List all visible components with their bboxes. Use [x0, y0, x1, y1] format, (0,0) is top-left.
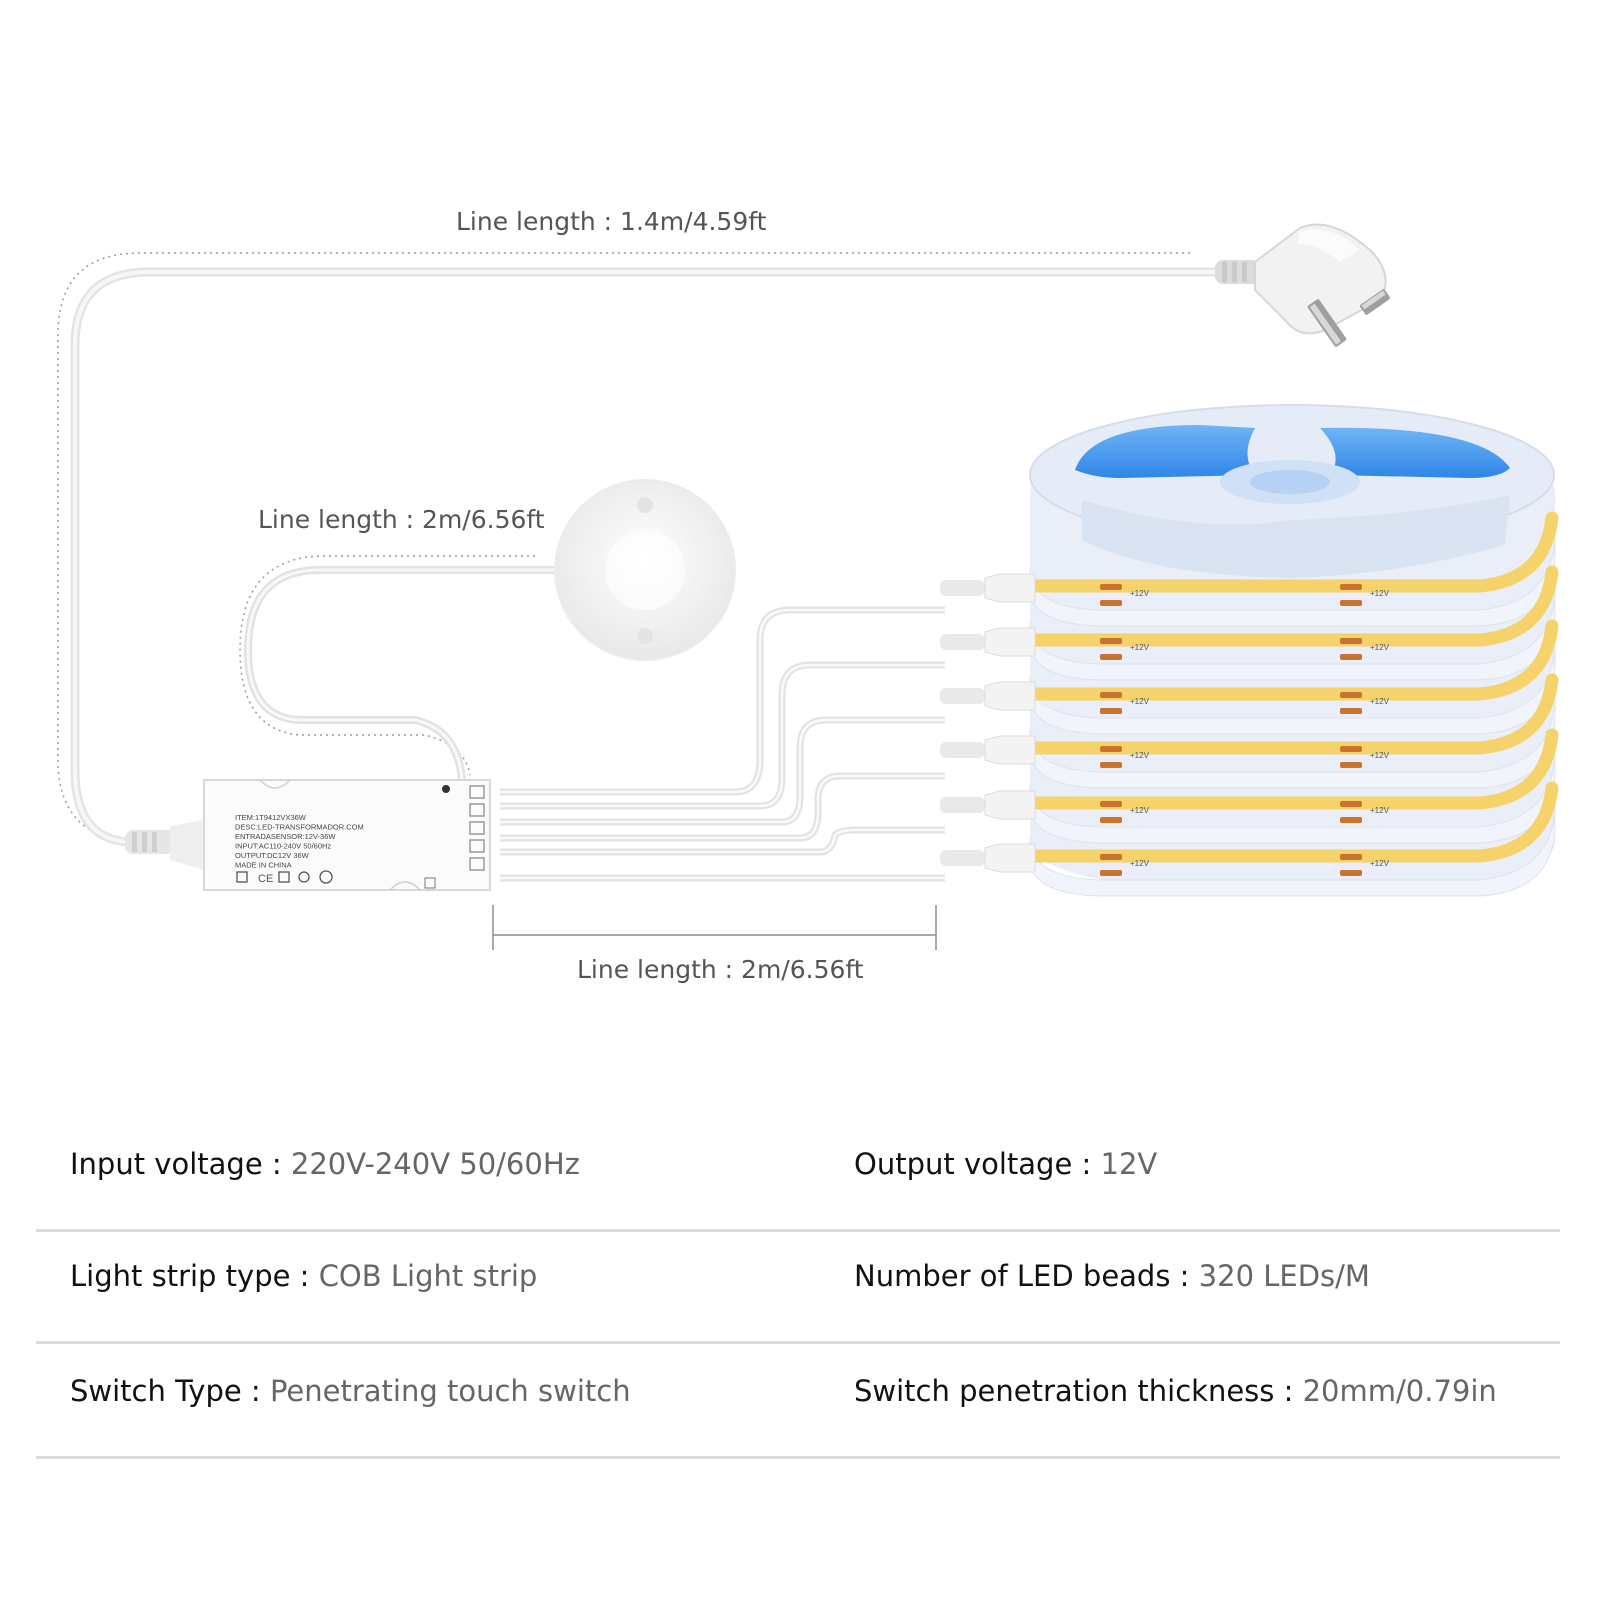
strip-marking: +12V [1370, 806, 1390, 815]
solder-pad [1100, 638, 1122, 644]
strip-marking: +12V [1130, 806, 1150, 815]
controller-label-line: MADE IN CHINA [235, 861, 292, 870]
cob-strip [1023, 673, 1559, 755]
strip-marking: +12V [1370, 589, 1390, 598]
strip-connector [940, 790, 1036, 820]
solder-pad [1340, 746, 1362, 752]
cob-strip [1023, 728, 1559, 810]
solder-pad [1340, 854, 1362, 860]
solder-pad [1340, 801, 1362, 807]
strip-layer: +12V +12V [1023, 565, 1559, 681]
cob-strip [1023, 511, 1559, 593]
solder-pad [1340, 817, 1362, 823]
output-cable-length-label: Line length : 2m/6.56ft [577, 955, 864, 984]
solder-pad [1340, 692, 1362, 698]
strip-marking: +12V [1130, 859, 1150, 868]
uk-plug-icon [1215, 223, 1390, 347]
solder-pad [1340, 708, 1362, 714]
strip-marking: +12V [1370, 697, 1390, 706]
spec-output-voltage: Output voltage : 12V [854, 1147, 1158, 1181]
solder-pad [1100, 870, 1122, 876]
solder-pad [1100, 854, 1122, 860]
cob-strip [1023, 619, 1559, 701]
controller-label-line: ENTRADASENSOR:12V-36W [235, 832, 336, 841]
strip-connector [940, 843, 1036, 873]
controller-label-line: DESC:LED-TRANSFORMADOR.COM [235, 823, 364, 832]
spec-led-beads: Number of LED beads : 320 LEDs/M [854, 1259, 1370, 1293]
plug-cable-length-label: Line length : 1.4m/4.59ft [456, 207, 767, 236]
controller-label-line: ITEM:1T9412VX36W [235, 813, 307, 822]
solder-pad [1340, 870, 1362, 876]
solder-pad [1340, 762, 1362, 768]
strip-connector [940, 627, 1036, 657]
switch-cable-length-label: Line length : 2m/6.56ft [258, 505, 545, 534]
strip-marking: +12V [1130, 697, 1150, 706]
strip-connector [940, 573, 1036, 603]
solder-pad [1100, 600, 1122, 606]
solder-pad [1100, 746, 1122, 752]
solder-pad [1100, 692, 1122, 698]
cert-icons: CE [236, 870, 333, 885]
switch-cable [243, 566, 560, 781]
controller-label-line: OUTPUT:DC12V 36W [235, 851, 310, 860]
solder-pad [1100, 584, 1122, 590]
strip-connector [940, 735, 1036, 765]
strip-marking: +12V [1370, 751, 1390, 760]
strip-marking: +12V [1130, 751, 1150, 760]
spec-input-voltage: Input voltage : 220V-240V 50/60Hz [70, 1147, 580, 1181]
strip-marking: +12V [1370, 643, 1390, 652]
cob-strip [1023, 565, 1559, 647]
solder-pad [1340, 654, 1362, 660]
controller-label-line: INPUT:AC110-240V 50/60Hz [235, 842, 331, 851]
solder-pad [1100, 708, 1122, 714]
strip-connectors [940, 573, 1036, 873]
strip-layer: +12V +12V [1023, 781, 1559, 897]
output-dimension-bracket [492, 905, 937, 950]
spec-switch-type: Switch Type : Penetrating touch switch [70, 1374, 631, 1408]
solder-pad [1100, 801, 1122, 807]
solder-pad [1100, 762, 1122, 768]
svg-text:CE: CE [258, 873, 273, 885]
solder-pad [1340, 600, 1362, 606]
spec-row-1: Input voltage : 220V-240V 50/60Hz Output… [36, 1117, 1560, 1232]
solder-pad [1340, 638, 1362, 644]
solder-pad [1100, 817, 1122, 823]
dimension-guides [57, 252, 1190, 843]
strip-layer: +12V +12V [1023, 619, 1559, 735]
spec-row-2: Light strip type : COB Light strip Numbe… [36, 1229, 1560, 1344]
spec-penetration-thickness: Switch penetration thickness : 20mm/0.79… [854, 1374, 1497, 1408]
cob-strip [1023, 781, 1559, 863]
solder-pad [1100, 654, 1122, 660]
spec-row-3: Switch Type : Penetrating touch switch S… [36, 1344, 1560, 1459]
strip-layer: +12V +12V [1023, 728, 1559, 844]
touch-switch-pad [554, 479, 736, 661]
strip-layer: +12V +12V [1023, 511, 1559, 627]
strip-layer: +12V +12V [1023, 673, 1559, 789]
strip-marking: +12V [1130, 643, 1150, 652]
strip-marking: +12V [1130, 589, 1150, 598]
strip-connector [940, 681, 1036, 711]
solder-pad [1340, 584, 1362, 590]
strip-layers: +12V+12V+12V+12V+12V+12V+12V+12V+12V+12V… [1023, 511, 1559, 897]
spec-light-strip-type: Light strip type : COB Light strip [70, 1259, 538, 1293]
strip-marking: +12V [1370, 859, 1390, 868]
